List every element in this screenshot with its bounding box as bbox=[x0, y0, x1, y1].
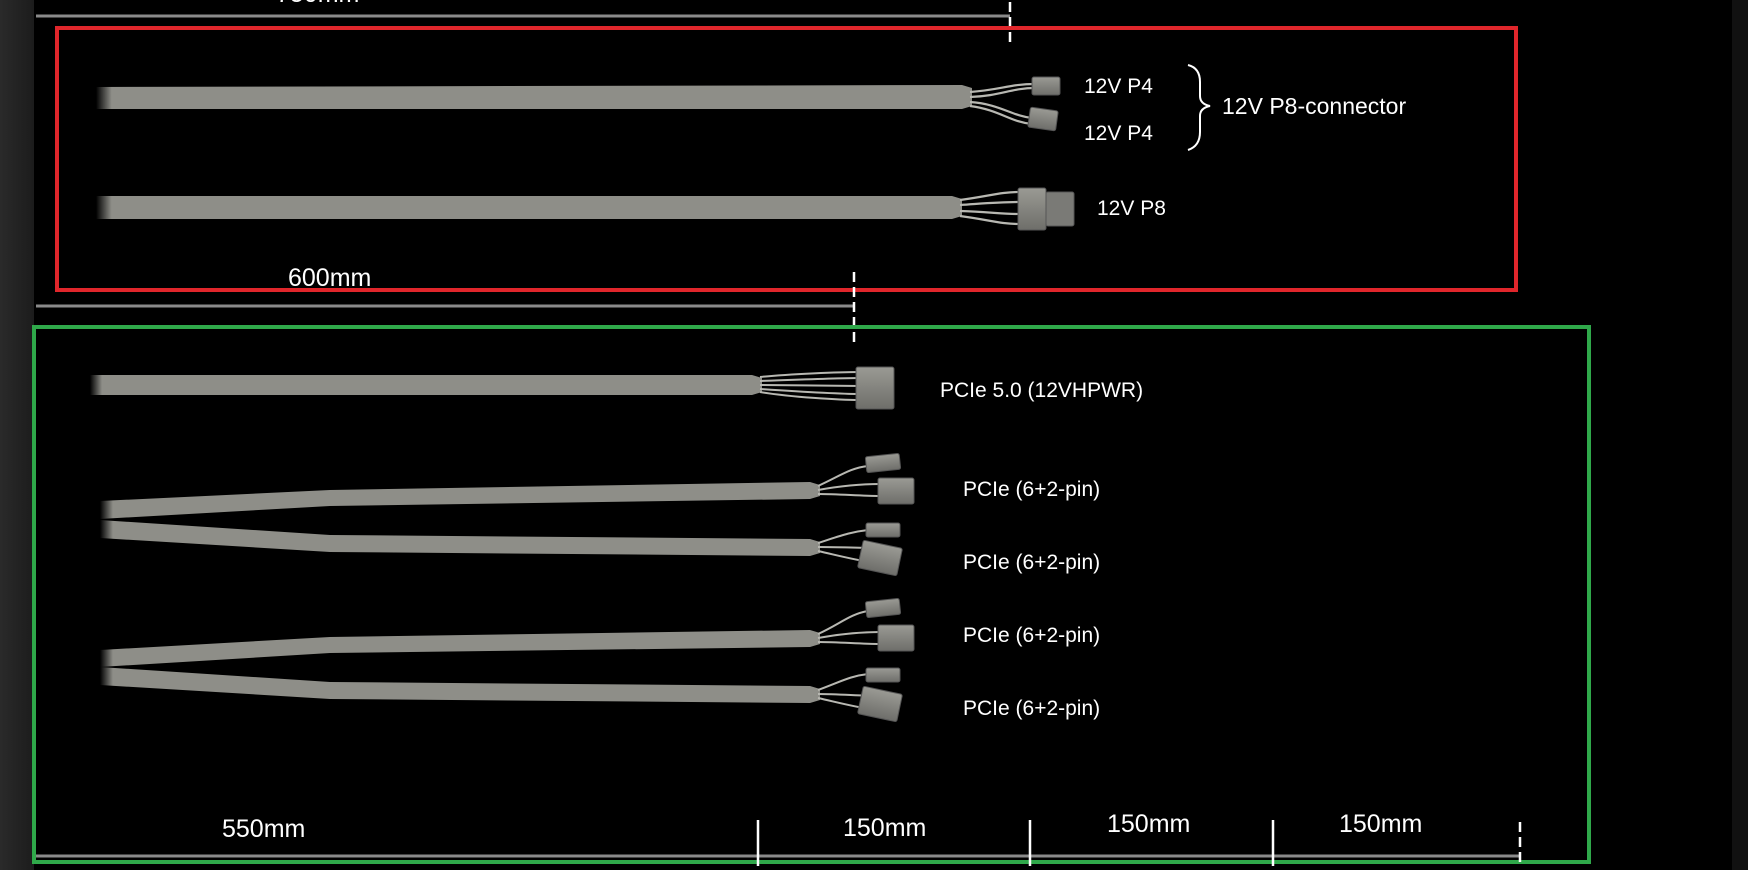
left-edge-strip bbox=[0, 0, 34, 870]
cable-p8: 12V P8 bbox=[96, 187, 1166, 231]
cable-p4-pair: 12V P4 12V P4 12V P8-connector bbox=[96, 64, 1406, 151]
connector-pcie-2 bbox=[857, 540, 903, 576]
right-edge-strip bbox=[1732, 0, 1748, 870]
connector-pcie-2-clip bbox=[865, 522, 901, 538]
top-measure-label: 750mm bbox=[276, 0, 359, 8]
cpu-cable-group: 12V P4 12V P4 12V P8-connector 12V P8 60… bbox=[36, 26, 1518, 342]
connector-pcie-3 bbox=[877, 624, 915, 652]
cable-p4-pair-sleeve bbox=[96, 85, 972, 109]
connector-p8 bbox=[1017, 187, 1047, 231]
connector-pcie-4 bbox=[857, 686, 903, 722]
cable-12vhpwr: PCIe 5.0 (12VHPWR) bbox=[90, 366, 1143, 410]
connector-12vhpwr bbox=[855, 366, 895, 410]
cable-pcie-2-sleeve bbox=[100, 520, 820, 556]
cable-pcie-4-sleeve bbox=[100, 667, 820, 703]
label-p8-connector: 12V P8-connector bbox=[1222, 93, 1406, 119]
segment-label-1: 550mm bbox=[222, 815, 305, 843]
connector-pcie-1-clip bbox=[864, 452, 902, 474]
connector-p8-body bbox=[1045, 191, 1075, 227]
connector-pcie-4-clip bbox=[865, 667, 901, 683]
label-p8: 12V P8 bbox=[1097, 197, 1166, 220]
label-12vhpwr: PCIe 5.0 (12VHPWR) bbox=[940, 379, 1143, 402]
cable-pcie-pair-1: PCIe (6+2-pin) PCIe (6+2-pin) bbox=[100, 452, 1100, 576]
pcie-group-box bbox=[32, 325, 1591, 864]
cable-p8-sleeve bbox=[96, 196, 962, 219]
connector-pcie-3-clip bbox=[864, 597, 902, 619]
cable-pcie-3-sleeve bbox=[100, 630, 820, 667]
cable-pcie-1-sleeve bbox=[100, 482, 820, 519]
label-pcie-3: PCIe (6+2-pin) bbox=[963, 624, 1100, 647]
cpu-group-box bbox=[55, 26, 1518, 292]
cable-12vhpwr-sleeve bbox=[90, 375, 762, 395]
connector-p4-b bbox=[1027, 106, 1059, 132]
connector-p4-a bbox=[1031, 76, 1061, 96]
connector-bracket bbox=[1187, 64, 1211, 151]
label-pcie-2: PCIe (6+2-pin) bbox=[963, 551, 1100, 574]
segment-label-3: 150mm bbox=[1107, 810, 1190, 838]
top-measure: 750mm bbox=[36, 0, 1012, 46]
cpu-length-label: 600mm bbox=[288, 264, 371, 292]
label-p4-a: 12V P4 bbox=[1084, 75, 1153, 98]
cable-pcie-pair-2: PCIe (6+2-pin) PCIe (6+2-pin) bbox=[100, 597, 1100, 722]
label-pcie-1: PCIe (6+2-pin) bbox=[963, 478, 1100, 501]
label-pcie-4: PCIe (6+2-pin) bbox=[963, 697, 1100, 720]
connector-pcie-1 bbox=[877, 477, 915, 505]
segment-label-2: 150mm bbox=[843, 814, 926, 842]
segment-label-4: 150mm bbox=[1339, 810, 1422, 838]
pcie-cable-group: PCIe 5.0 (12VHPWR) PCIe (6+2-pin) PCIe (… bbox=[32, 325, 1591, 866]
label-p4-b: 12V P4 bbox=[1084, 122, 1153, 145]
